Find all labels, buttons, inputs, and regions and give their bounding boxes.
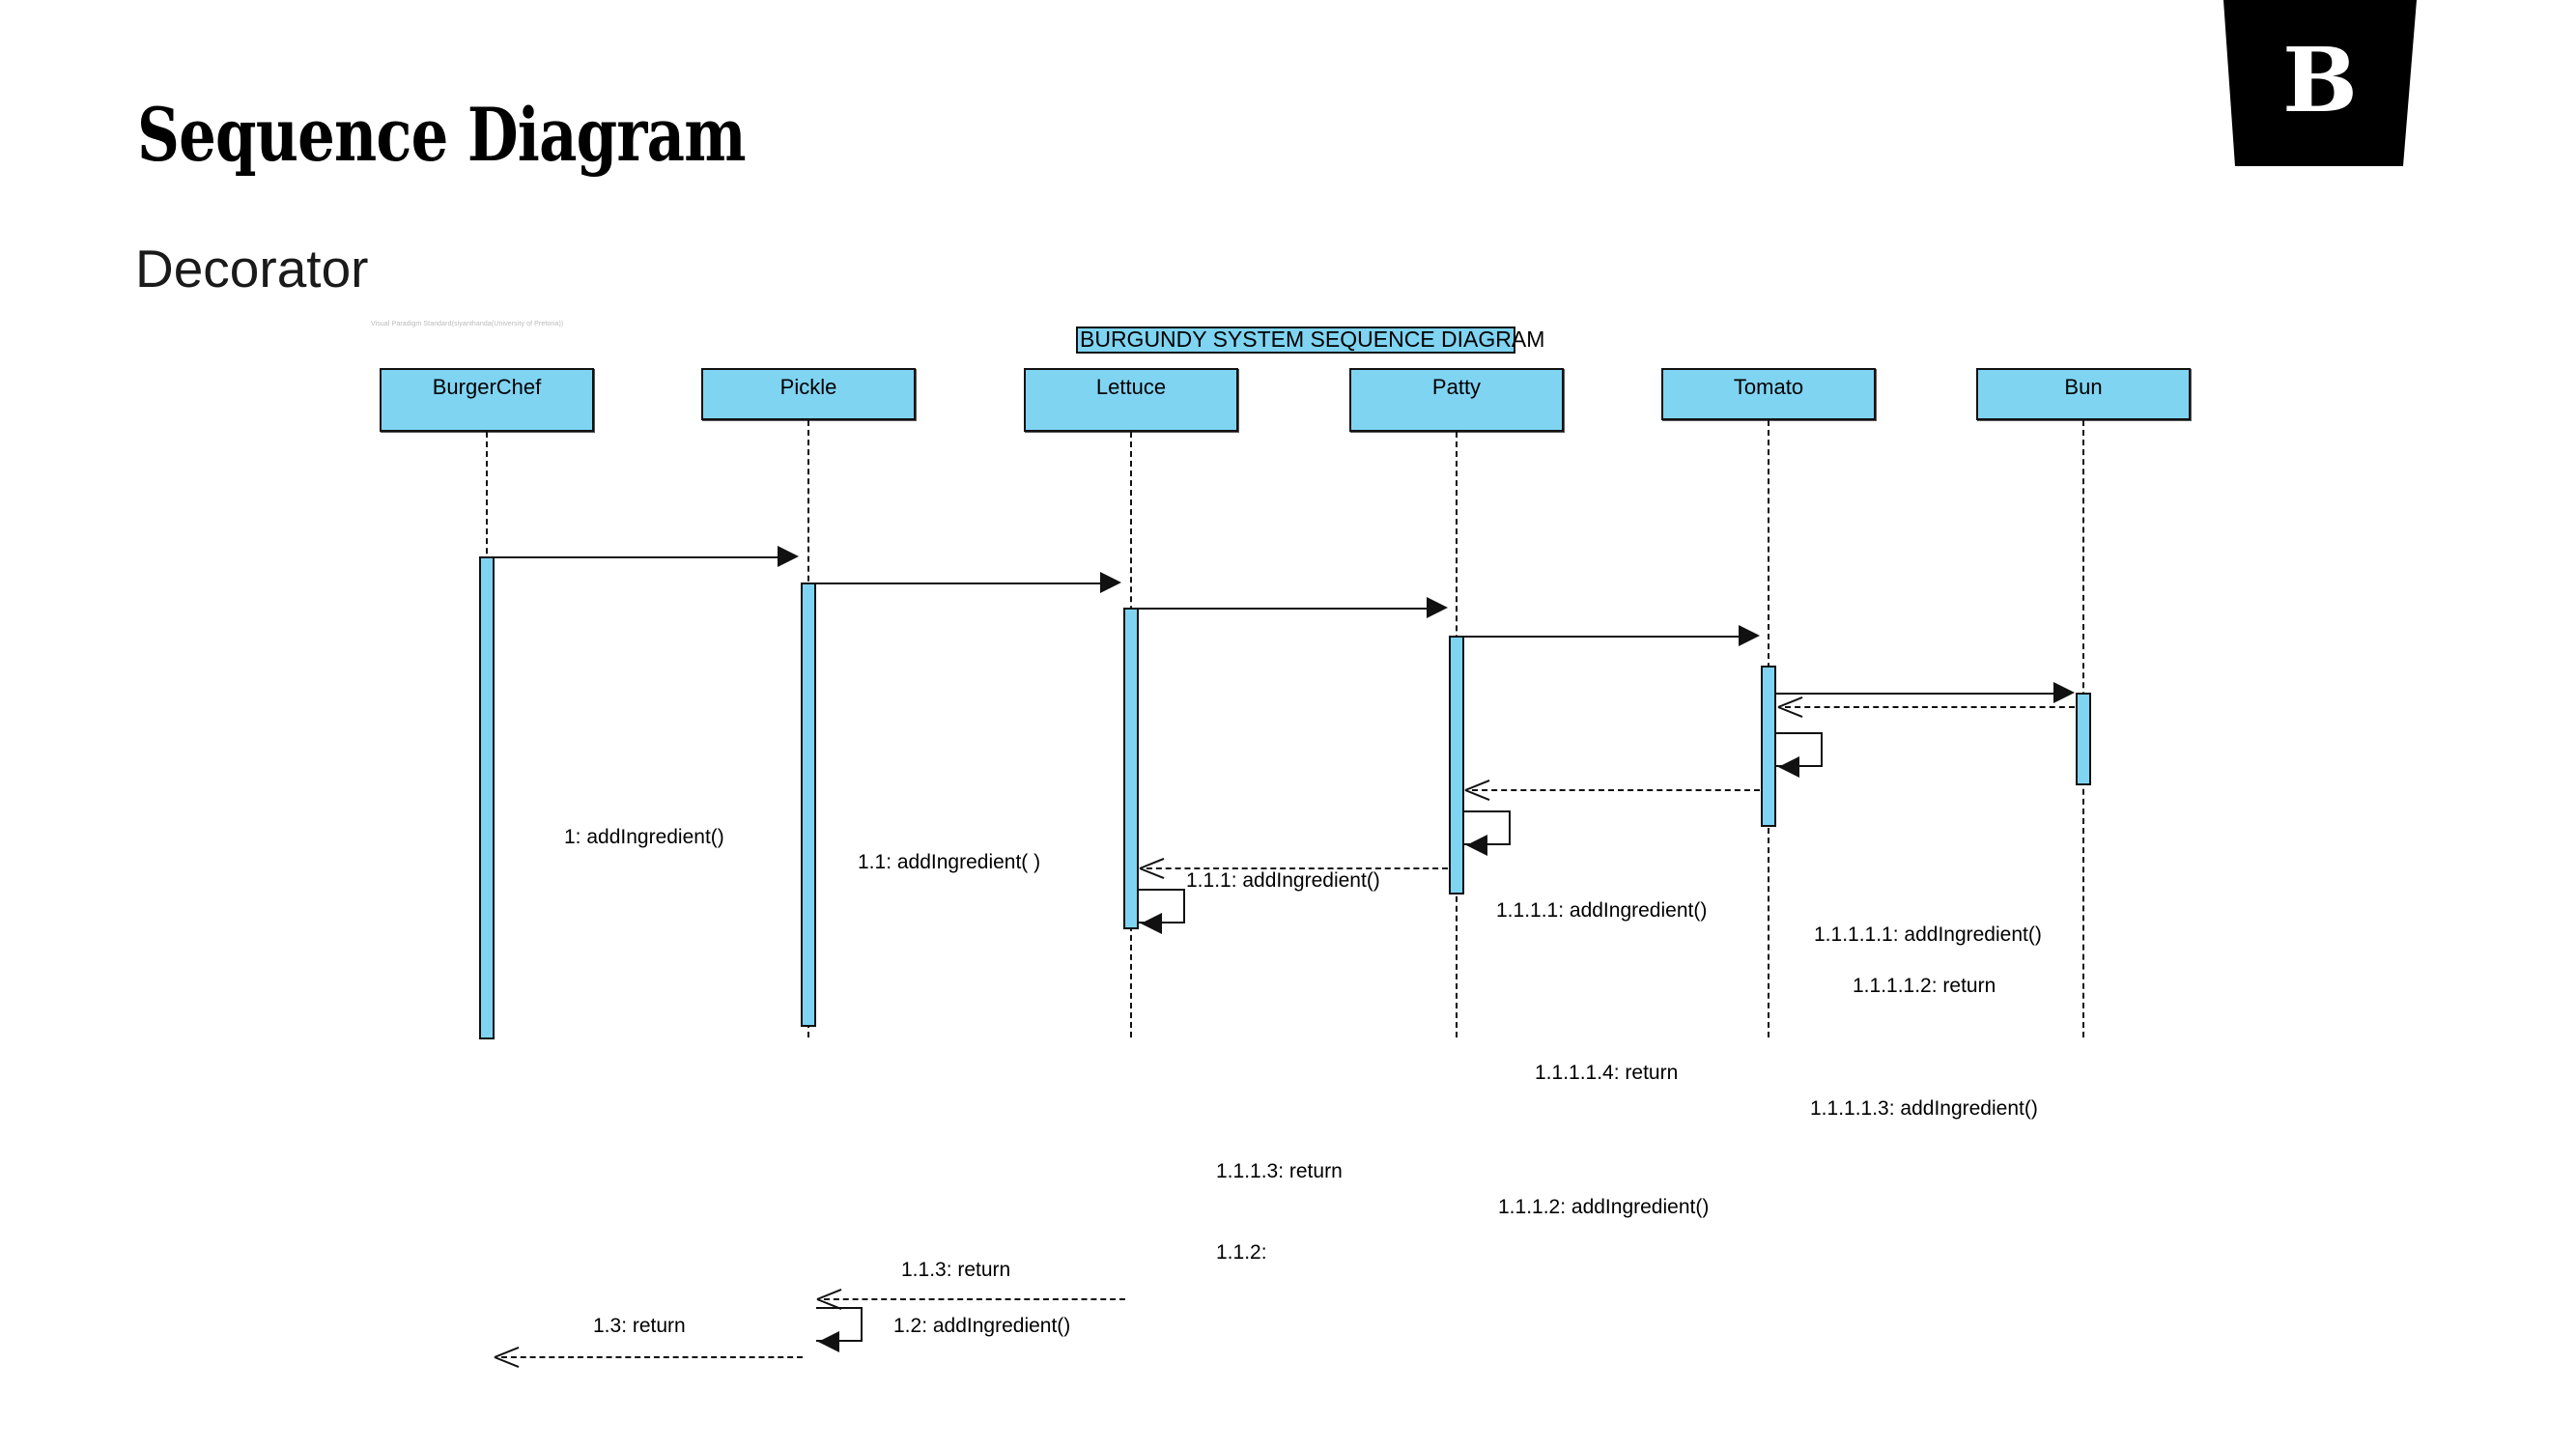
- page-title: Sequence Diagram: [137, 92, 747, 178]
- lifeline-label: Pickle: [779, 375, 837, 399]
- message-arrowhead-m1: [778, 546, 799, 567]
- brand-logo-icon: [2223, 0, 2417, 166]
- lifeline-head-patty[interactable]: Patty: [1349, 368, 1564, 432]
- message-line-m4: [1464, 636, 1750, 638]
- lifeline-head-pickle[interactable]: Pickle: [701, 368, 916, 420]
- message-label-m8: 1.1.1.1.4: return: [1535, 1062, 1679, 1084]
- message-label-m11: 1.1.2:: [1216, 1241, 1267, 1264]
- selfcall-hook-m7: [1776, 732, 1823, 767]
- message-arrowhead-m9: [1466, 835, 1487, 856]
- message-arrowhead-m10: [1140, 855, 1165, 880]
- message-line-m2: [816, 582, 1112, 584]
- message-line-m8: [1472, 789, 1760, 791]
- message-line-m14: [501, 1356, 803, 1358]
- lifeline-head-lettuce[interactable]: Lettuce: [1024, 368, 1238, 432]
- message-label-m2: 1.1: addIngredient( ): [858, 851, 1041, 873]
- message-label-m14: 1.3: return: [593, 1315, 686, 1337]
- lifeline-label: Lettuce: [1095, 375, 1167, 399]
- message-label-m12: 1.1.3: return: [901, 1259, 1011, 1281]
- message-line-m10: [1146, 867, 1448, 869]
- diagram-title-box: [1076, 327, 1515, 354]
- message-line-m1: [495, 556, 789, 558]
- activation-bar-tomato: [1761, 666, 1776, 827]
- message-label-m6: 1.1.1.1.2: return: [1853, 975, 1996, 997]
- message-label-m9: 1.1.1.2: addIngredient(): [1498, 1196, 1710, 1218]
- page-subtitle: Decorator: [135, 239, 369, 298]
- lifeline-label: Patty: [1431, 375, 1482, 399]
- lifeline-head-burgerchef[interactable]: BurgerChef: [380, 368, 594, 432]
- selfcall-hook-m9: [1464, 810, 1511, 845]
- message-arrowhead-m5: [2053, 682, 2075, 703]
- activation-bar-patty: [1449, 636, 1464, 895]
- message-line-m5: [1776, 693, 2065, 695]
- message-arrowhead-m2: [1100, 572, 1121, 593]
- activation-bar-burgerchef: [479, 556, 495, 1039]
- selfcall-hook-m13: [816, 1307, 863, 1342]
- message-line-m12: [824, 1298, 1125, 1300]
- watermark-text: Visual Paradigm Standard(siyanthanda(Uni…: [371, 321, 564, 327]
- message-arrowhead-m7: [1778, 756, 1799, 778]
- selfcall-hook-m11: [1139, 889, 1185, 923]
- message-label-m13: 1.2: addIngredient(): [893, 1315, 1071, 1337]
- lifeline-head-tomato[interactable]: Tomato: [1661, 368, 1876, 420]
- message-label-m7: 1.1.1.1.3: addIngredient(): [1810, 1097, 2038, 1120]
- message-arrowhead-m6: [1778, 694, 1803, 719]
- message-line-m6: [1785, 706, 2075, 708]
- activation-bar-bun: [2076, 693, 2091, 785]
- message-label-m3: 1.1.1: addIngredient(): [1186, 869, 1380, 892]
- lifeline-label: BurgerChef: [432, 375, 542, 399]
- diagram-title: BURGUNDY SYSTEM SEQUENCE DIAGRAM: [1080, 327, 1545, 352]
- activation-bar-lettuce: [1123, 608, 1139, 929]
- message-label-m1: 1: addIngredient(): [564, 826, 724, 848]
- sequence-diagram: Visual Paradigm Standard(siyanthanda(Uni…: [0, 307, 2576, 1358]
- activation-bar-pickle: [801, 582, 816, 1027]
- message-label-m5: 1.1.1.1.1: addIngredient(): [1814, 923, 2042, 946]
- message-arrowhead-m13: [818, 1331, 839, 1352]
- message-arrowhead-m14: [495, 1344, 520, 1369]
- lifeline-label: Bun: [2064, 375, 2103, 399]
- message-label-m4: 1.1.1.1: addIngredient(): [1496, 899, 1708, 922]
- message-arrowhead-m8: [1465, 777, 1490, 802]
- message-label-m10: 1.1.1.3: return: [1216, 1160, 1343, 1182]
- message-arrowhead-m11: [1141, 913, 1162, 934]
- message-arrowhead-m4: [1739, 625, 1760, 646]
- lifeline-label: Tomato: [1733, 375, 1804, 399]
- lifeline-head-bun[interactable]: Bun: [1976, 368, 2191, 420]
- message-line-m3: [1139, 608, 1438, 610]
- message-arrowhead-m3: [1427, 597, 1448, 618]
